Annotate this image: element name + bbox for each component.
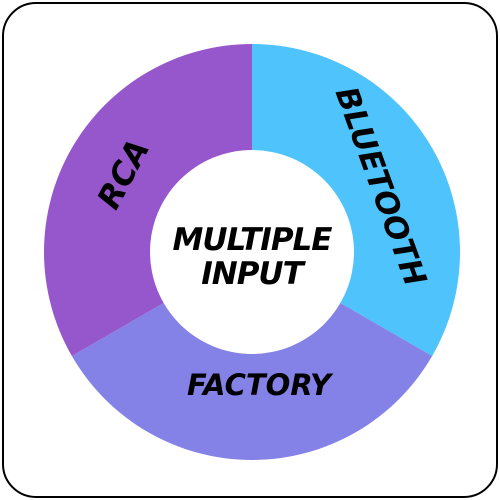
center-label-line-1: MULTIPLE (173, 222, 333, 258)
segment-label-factory: FACTORY (187, 368, 334, 402)
donut-diagram: BLUETOOTH FACTORY RCA MULTIPLE INPUT (44, 44, 460, 460)
center-label-line-2: INPUT (201, 256, 306, 292)
segment-factory (71, 252, 433, 460)
center-hole (150, 150, 354, 354)
